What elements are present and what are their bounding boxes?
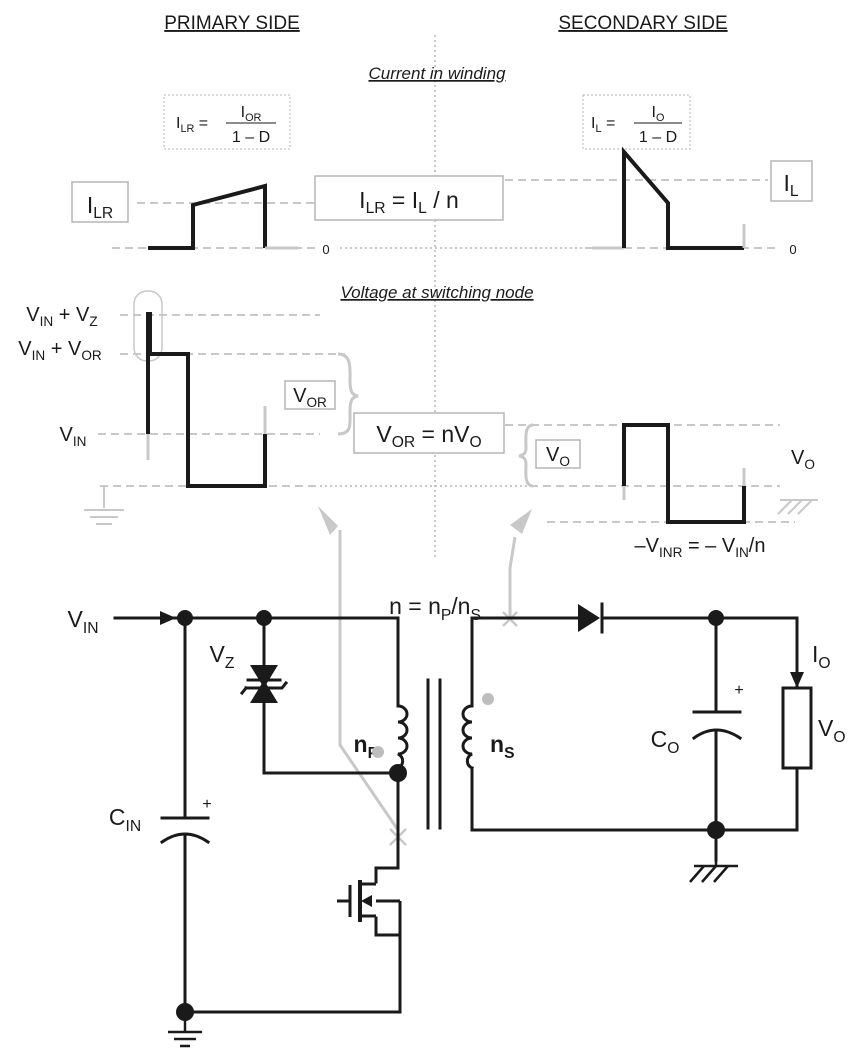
il-formula-box: IL = IO 1 – D xyxy=(582,94,691,150)
cin-plus-sign: + xyxy=(202,796,211,813)
vo-brace xyxy=(518,423,534,488)
primary-ground-icon xyxy=(168,1016,202,1048)
mosfet-source-wire xyxy=(374,916,402,937)
junction-dot xyxy=(256,610,272,626)
junction-dot xyxy=(389,764,407,782)
transformer-core-icon xyxy=(426,678,442,830)
primary-side-header: PRIMARY SIDE xyxy=(164,13,300,34)
vin-input-label: VIN xyxy=(68,606,99,637)
svg-text:VOR: VOR xyxy=(293,385,327,410)
secondary-winding-coil-icon xyxy=(461,688,475,771)
vinr-label: –VINR = – VIN/n xyxy=(635,535,766,560)
ilr-label-box: ILR xyxy=(71,181,129,223)
rectifier-diode-icon xyxy=(578,602,604,634)
secondary-chassis-ground-icon xyxy=(689,838,738,883)
secondary-current-waveform xyxy=(622,146,744,250)
vin-label: VIN xyxy=(60,424,87,449)
primary-winding-coil-icon xyxy=(395,688,409,771)
vor-brace xyxy=(337,352,359,436)
secondary-top-right-wire xyxy=(600,616,799,670)
current-relation-box: ILR = IL / n xyxy=(314,175,504,221)
il-label-box: IL xyxy=(770,160,813,202)
primary-probe-arrow xyxy=(338,530,400,831)
co-capacitor-icon xyxy=(691,710,743,741)
io-arrowhead xyxy=(790,672,804,688)
vin-vor-label: VIN + VOR xyxy=(18,338,102,363)
junction-dot xyxy=(176,1003,194,1021)
vo-label-box: VO xyxy=(535,439,581,469)
svg-text:IOR: IOR xyxy=(241,104,262,124)
zero-label-primary: 0 xyxy=(322,242,329,257)
co-plus-sign: + xyxy=(734,682,743,699)
junction-dot xyxy=(708,610,724,626)
svg-text:1 – D: 1 – D xyxy=(232,129,270,146)
primary-top-rail xyxy=(168,616,400,692)
secondary-top-left-wire xyxy=(470,616,580,692)
svg-text:IL: IL xyxy=(783,170,798,200)
vor-label-box: VOR xyxy=(284,380,336,410)
secondary-bottom-wire xyxy=(470,716,799,832)
ilr-formula-box: ILR = IOR 1 – D xyxy=(163,94,291,150)
current-section-title: Current in winding xyxy=(368,64,506,83)
co-label: CO xyxy=(651,726,680,757)
junction-dot xyxy=(707,821,725,839)
clamp-bottom-wire xyxy=(262,701,400,775)
voltage-relation-box: VOR = nVO xyxy=(353,412,505,454)
secondary-probe-arrowhead xyxy=(510,509,532,534)
cin-label: CIN xyxy=(109,804,141,835)
mosfet-drain-wire xyxy=(374,828,400,884)
np-label: nP xyxy=(354,731,378,762)
vin-input-arrowhead xyxy=(160,611,176,625)
secondary-side-header: SECONDARY SIDE xyxy=(558,13,727,34)
secondary-voltage-waveform xyxy=(622,423,746,524)
svg-text:ILR = IL / n: ILR = IL / n xyxy=(359,187,459,217)
primary-ground-rail xyxy=(183,933,402,1014)
voltage-section-title: Voltage at switching node xyxy=(340,283,533,302)
svg-text:IO: IO xyxy=(652,104,665,124)
zener-diode-icon xyxy=(239,665,289,696)
svg-text:ILR: ILR xyxy=(87,192,113,222)
svg-text:IL =: IL = xyxy=(591,115,615,135)
svg-text:VOR = nVO: VOR = nVO xyxy=(376,421,481,451)
waveform-chassis-ground-icon xyxy=(777,499,818,515)
mosfet-switch-icon xyxy=(337,880,402,935)
waveform-ground-icon xyxy=(84,486,124,525)
primary-current-waveform xyxy=(148,183,267,250)
junction-dot xyxy=(177,610,193,626)
primary-probe-arrowhead xyxy=(318,506,338,535)
vo-voltage-label: VO xyxy=(791,447,815,472)
secondary-polarity-dot xyxy=(482,693,494,705)
secondary-probe-arrow xyxy=(508,536,517,618)
zero-label-secondary: 0 xyxy=(789,242,796,257)
vo-output-label: VO xyxy=(818,715,846,746)
vin-vz-label: VIN + VZ xyxy=(26,304,97,329)
vz-label: VZ xyxy=(210,641,235,672)
turns-ratio-label: n = nP/nS xyxy=(389,593,481,624)
svg-text:1 – D: 1 – D xyxy=(639,129,677,146)
cin-capacitor-icon xyxy=(159,816,211,845)
primary-polarity-dot xyxy=(372,746,384,758)
ns-label: nS xyxy=(490,731,514,762)
load-resistor-icon xyxy=(781,686,813,770)
svg-text:ILR =: ILR = xyxy=(176,115,208,135)
primary-voltage-waveform xyxy=(146,312,267,488)
clamp-diode-icon xyxy=(246,678,282,703)
svg-text:VO: VO xyxy=(546,444,570,469)
io-label: IO xyxy=(812,641,831,672)
